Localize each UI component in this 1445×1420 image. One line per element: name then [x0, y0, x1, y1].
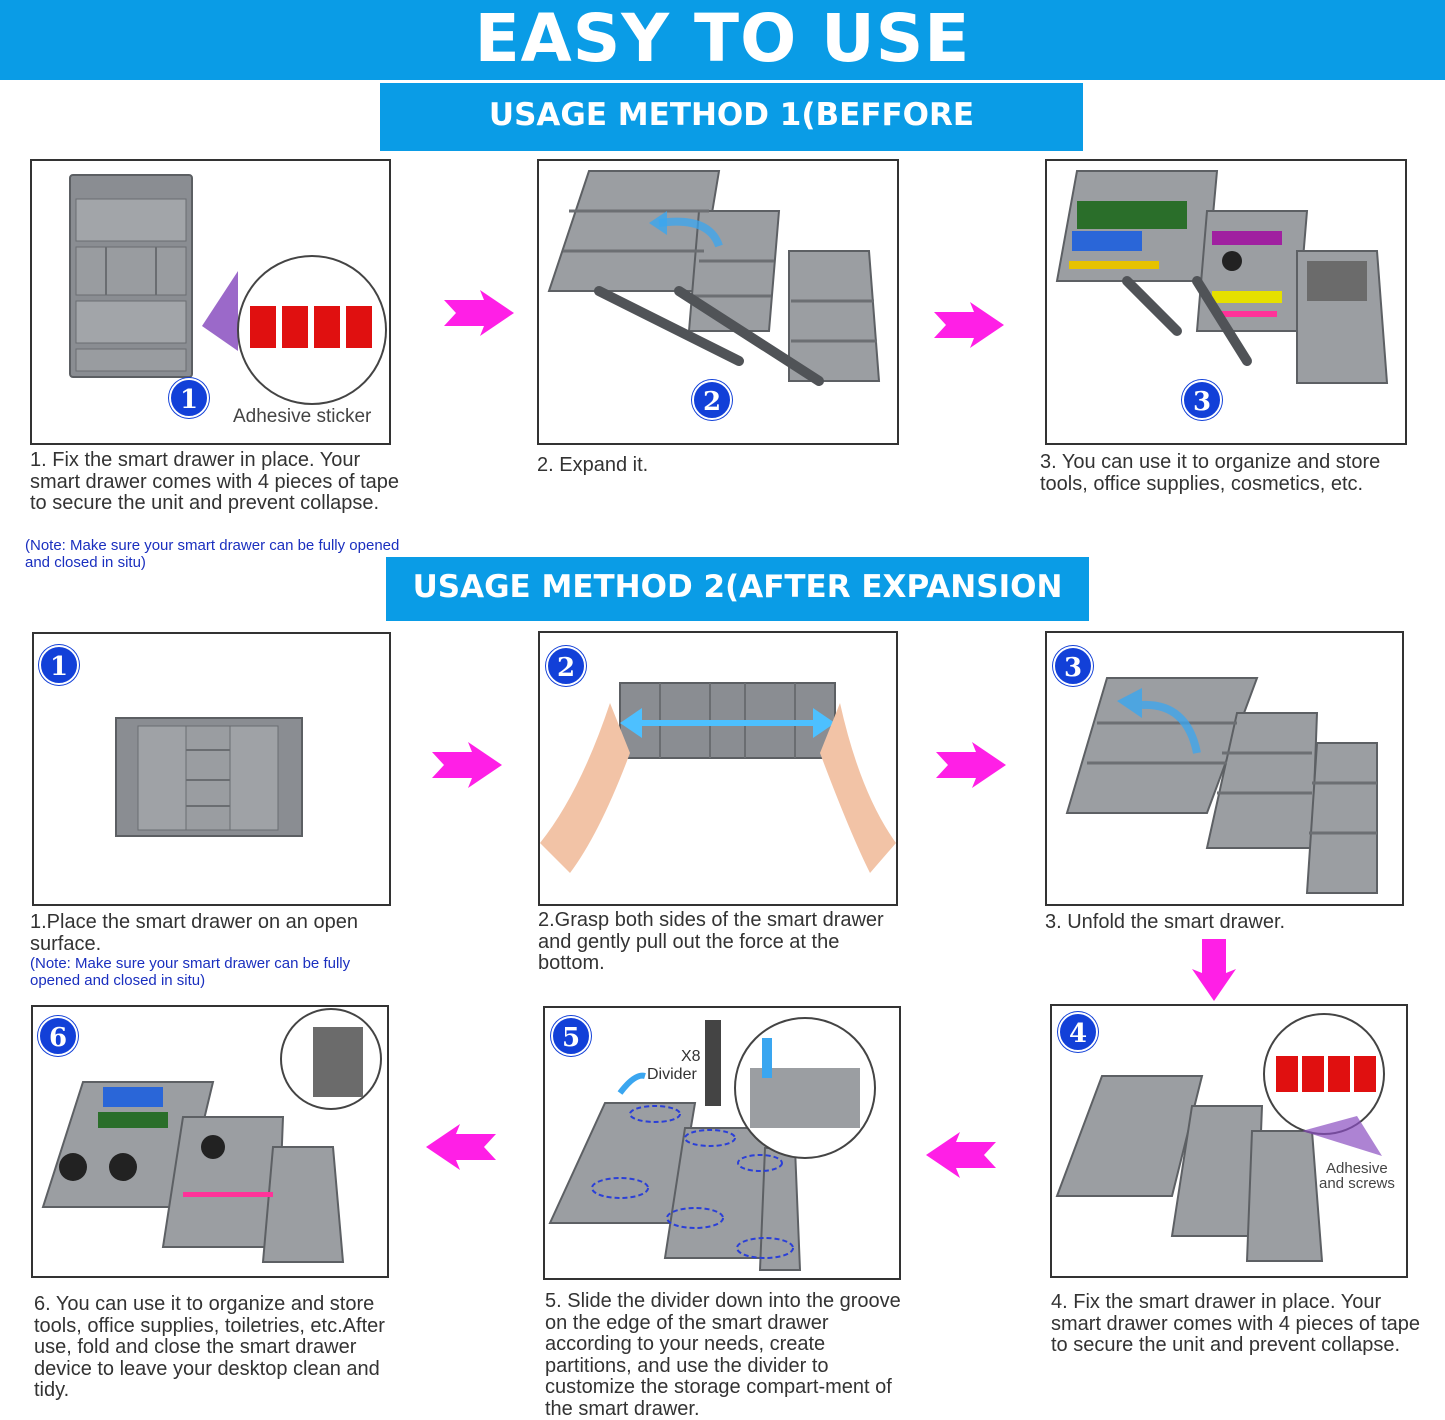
method1-step3-panel: 3	[1045, 159, 1407, 445]
folded-drawer-illustration	[69, 174, 387, 405]
arrow-right-icon	[440, 288, 516, 338]
method2-step2-caption: 2.Grasp both sides of the smart drawer a…	[538, 909, 884, 974]
step-6-badge: 6	[38, 1016, 78, 1056]
method1-title: USAGE METHOD 1(BEFFORE EXPANSION)	[380, 83, 1083, 197]
page-title: EASY TO USE	[474, 0, 971, 77]
organized-drawer-illustration	[41, 1008, 382, 1263]
arrow-down-icon	[1190, 937, 1238, 1003]
arrow-right-icon	[930, 300, 1006, 350]
method2-title: USAGE METHOD 2(AFTER EXPANSION	[386, 557, 1089, 621]
method2-step2-panel: 2	[538, 631, 898, 906]
method2-step3-panel: 3	[1045, 631, 1404, 906]
method1-step1-caption: 1. Fix the smart drawer in place. Your s…	[30, 449, 400, 514]
method2-step5-caption: 5. Slide the divider down into the groov…	[545, 1290, 901, 1420]
step-2-badge: 2	[692, 380, 732, 420]
method2-step4-caption: 4. Fix the smart drawer in place. Your s…	[1051, 1291, 1421, 1356]
arrow-left-icon	[424, 1122, 500, 1172]
method2-step1-caption: 1.Place the smart drawer on an open surf…	[30, 911, 358, 955]
hands-pulling-drawer-illustration	[540, 682, 896, 873]
step-3-badge: 3	[1053, 646, 1093, 686]
method1-step1-note: (Note: Make sure your smart drawer can b…	[25, 537, 400, 571]
method2-step6-panel: 6	[31, 1005, 389, 1278]
arrow-right-icon	[428, 740, 504, 790]
screws-label: and screws	[1319, 1175, 1395, 1192]
adhesive-label: Adhesive	[1326, 1160, 1388, 1177]
step-4-badge: 4	[1058, 1012, 1098, 1052]
step-1-badge: 1	[169, 378, 209, 418]
method1-step2-panel: 2	[537, 159, 899, 445]
step-2-badge: 2	[546, 646, 586, 686]
method1-step3-caption: 3. You can use it to organize and store …	[1040, 451, 1381, 495]
adhesive-sticker-label: Adhesive sticker	[233, 406, 372, 427]
arrow-right-icon	[932, 740, 1008, 790]
closed-drawer-illustration	[115, 717, 303, 837]
unfold-drawer-illustration	[1065, 677, 1378, 894]
method2-step1-note: (Note: Make sure your smart drawer can b…	[30, 955, 351, 989]
divider-label: Divider	[647, 1066, 697, 1083]
x8-label: X8	[681, 1048, 701, 1065]
fixed-drawer-illustration	[1055, 1013, 1385, 1262]
method2-step1-panel: 1	[32, 632, 391, 906]
method2-step3-caption: 3. Unfold the smart drawer.	[1045, 911, 1286, 933]
divider-install-illustration	[548, 1017, 876, 1271]
organized-drawer-illustration	[1055, 170, 1389, 384]
step-5-badge: 5	[551, 1016, 591, 1056]
header-banner	[0, 0, 1445, 80]
step-3-badge: 3	[1182, 380, 1222, 420]
method1-step1-panel: 1 Adhesive sticker	[30, 159, 391, 445]
method2-step5-panel: 5 X8 Divider	[543, 1006, 901, 1280]
method2-step4-panel: 4 Adhesive and screws	[1050, 1004, 1408, 1278]
arrow-left-icon	[924, 1130, 1000, 1180]
method2-step6-caption: 6. You can use it to organize and store …	[34, 1293, 385, 1401]
expanded-drawer-illustration	[547, 170, 881, 386]
method1-step2-caption: 2. Expand it.	[537, 454, 649, 476]
step-1-badge: 1	[39, 645, 79, 685]
